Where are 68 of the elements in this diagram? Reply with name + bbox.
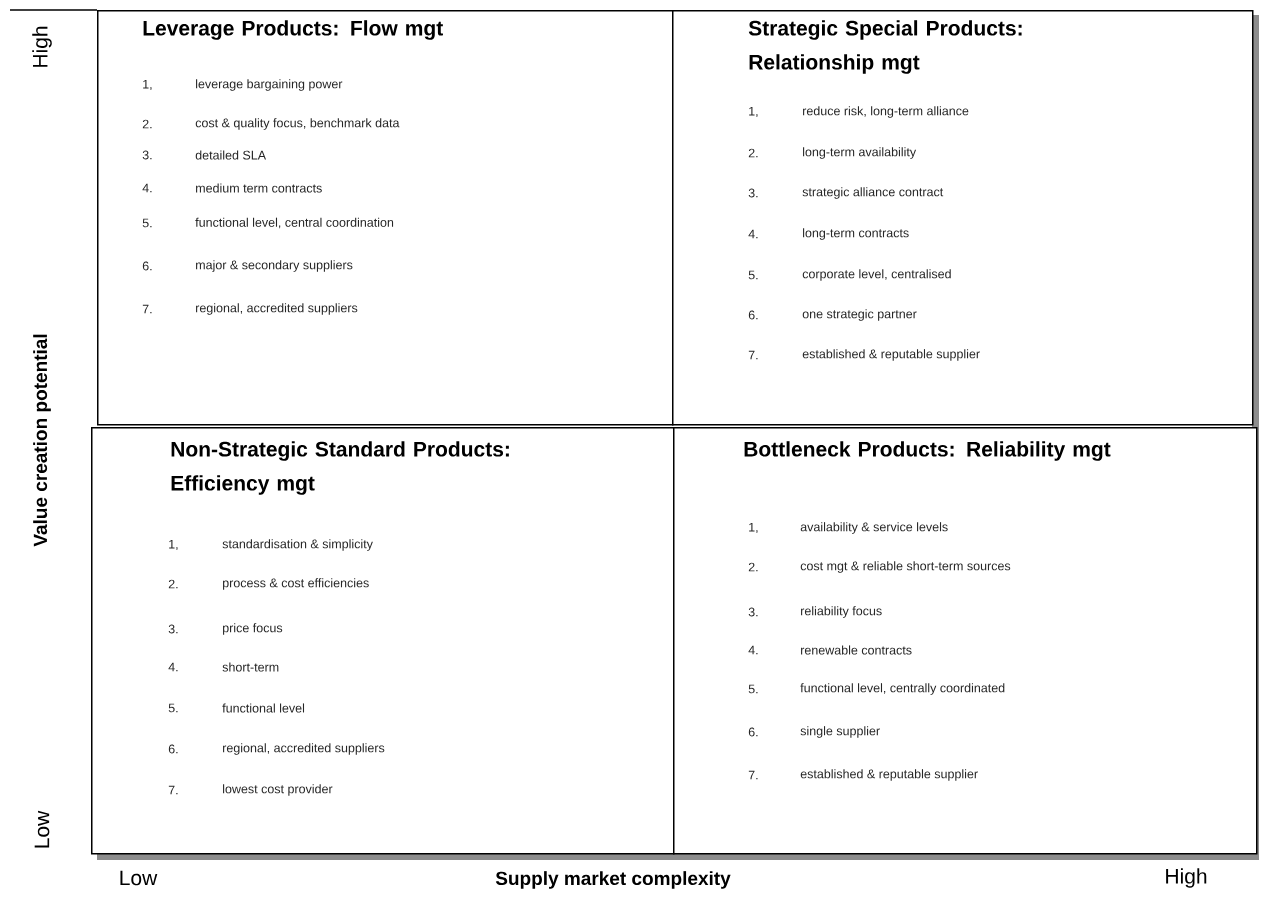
item-text: established & reputable supplier: [802, 349, 980, 361]
item-text: long-term contracts: [803, 228, 909, 240]
item-text: cost & quality focus, benchmark data: [195, 118, 400, 130]
item-text: detailed SLA: [195, 150, 267, 160]
item-number: 5.: [168, 703, 178, 713]
item-text: reduce risk, long-term alliance: [803, 106, 969, 118]
item-number: 2.: [142, 119, 152, 129]
item-number: 4.: [142, 183, 152, 193]
item-text: leverage bargaining power: [196, 79, 343, 91]
item-text: regional, accredited suppliers: [223, 743, 385, 755]
item-number: 7.: [748, 770, 758, 780]
item-number: 6.: [142, 261, 152, 271]
item-number: 4.: [168, 662, 178, 672]
item-text: functional level, central coordination: [195, 217, 394, 229]
item-text: renewable contracts: [801, 645, 912, 655]
item-text: availability & service levels: [800, 522, 948, 534]
item-text: long-term availability: [803, 147, 917, 159]
item-number: 5.: [142, 218, 152, 228]
item-number: 1,: [143, 79, 152, 91]
quadrant-box: [97, 10, 674, 426]
item-number: 7.: [748, 350, 758, 360]
axis-label: Low: [34, 810, 50, 848]
item-text: functional level: [222, 703, 305, 713]
item-text: price focus: [223, 623, 283, 635]
item-number: 5.: [748, 270, 758, 280]
item-text: major & secondary suppliers: [196, 260, 353, 272]
item-number: 6.: [748, 310, 758, 320]
item-text: corporate level, centralised: [802, 269, 951, 281]
item-text: standardisation & simplicity: [222, 539, 373, 551]
quadrant-heading: Strategic Special Products: Relationship mgt: [748, 20, 1022, 74]
item-text: lowest cost provider: [223, 784, 333, 796]
quadrant-box: [91, 427, 675, 855]
axis-label: Value creation potential: [33, 334, 51, 547]
quadrant-box: [672, 10, 1254, 426]
item-number: 6.: [168, 744, 178, 754]
item-number: 1,: [749, 106, 758, 118]
item-number: 6.: [748, 727, 758, 737]
item-text: one strategic partner: [802, 309, 917, 321]
item-number: 2.: [748, 562, 758, 572]
item-number: 2.: [748, 148, 758, 158]
item-number: 2.: [168, 579, 178, 589]
quadrant-heading: Non-Strategic Standard Products: Efficiency mgt: [171, 441, 509, 495]
item-text: strategic alliance contract: [802, 187, 944, 199]
item-number: 7.: [168, 785, 178, 795]
item-text: cost mgt & reliable short-term sources: [800, 561, 1011, 573]
item-number: 3.: [168, 624, 178, 634]
item-text: short-term: [222, 662, 279, 672]
quadrant-box: [673, 427, 1258, 855]
item-number: 4.: [748, 645, 758, 655]
item-text: functional level, centrally coordinated: [800, 683, 1005, 695]
item-number: 7.: [142, 304, 152, 314]
item-text: process & cost efficiencies: [223, 578, 369, 590]
item-number: 3.: [748, 607, 758, 617]
item-number: 5.: [748, 684, 758, 694]
item-number: 3.: [748, 188, 758, 198]
item-number: 1,: [169, 539, 178, 551]
item-text: medium term contracts: [196, 183, 322, 193]
item-number: 4.: [748, 229, 758, 239]
item-text: single supplier: [800, 726, 880, 738]
item-text: reliability focus: [801, 606, 882, 618]
item-text: established & reputable supplier: [800, 769, 978, 781]
axis-label: High: [32, 26, 52, 67]
quadrant-heading: Bottleneck Products: Reliability mgt: [744, 441, 1111, 461]
item-number: 1,: [749, 522, 758, 534]
quadrant-heading: Leverage Products: Flow mgt: [143, 20, 443, 40]
axis-label: Supply market complexity: [495, 871, 731, 889]
item-number: 3.: [142, 150, 152, 160]
item-text: regional, accredited suppliers: [196, 303, 358, 315]
